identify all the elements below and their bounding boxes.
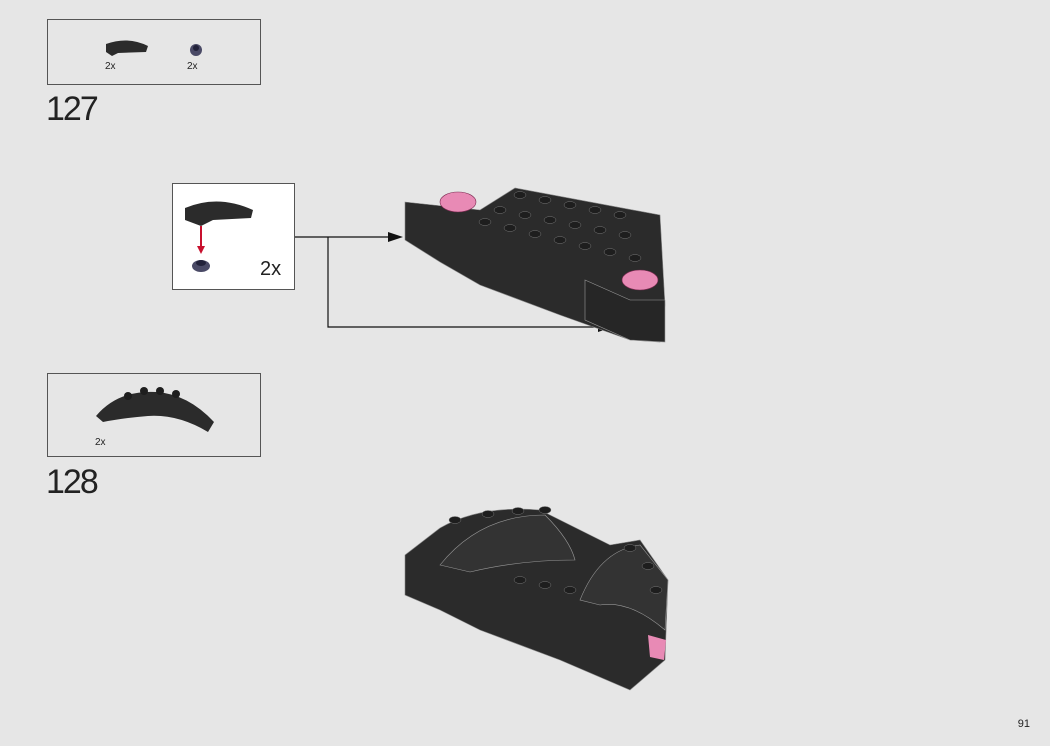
part-count: 2x <box>105 61 116 72</box>
step-number: 127 <box>46 90 99 128</box>
parts-list-127: 2x 2x <box>47 19 261 85</box>
sub-assembly-count: 2x <box>260 258 282 280</box>
parts-list-128: 2x <box>47 373 261 457</box>
curved-slope-brick-icon <box>106 40 202 56</box>
part-count: 2x <box>95 437 106 448</box>
sub-assembly-illustration <box>185 201 253 272</box>
pink-round-plate <box>439 191 659 291</box>
arrow-icon <box>598 322 613 332</box>
curved-wedge-brick-icon <box>96 387 214 432</box>
step-number: 128 <box>46 463 99 501</box>
page-number: 91 <box>1017 718 1030 730</box>
sub-assembly-callout: 2x <box>172 183 295 290</box>
arrow-icon <box>388 232 403 242</box>
part-count: 2x <box>187 61 198 72</box>
